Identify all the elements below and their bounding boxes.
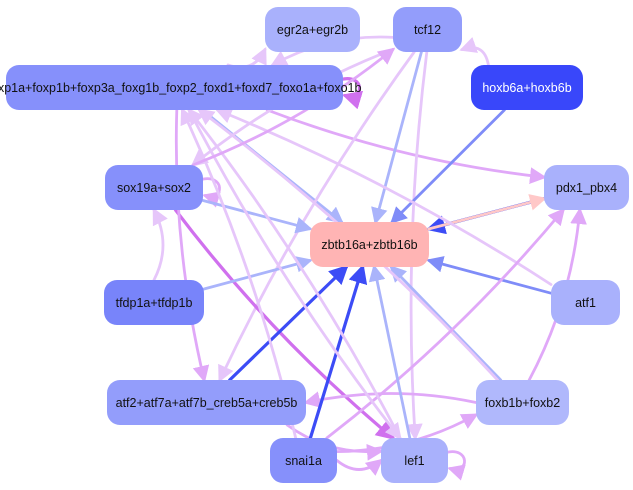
edge-snai1a-to-pdx1 bbox=[325, 207, 565, 440]
node-label: atf1 bbox=[575, 296, 596, 310]
node-box bbox=[270, 438, 337, 483]
edge-hoxb6-to-tcf12 bbox=[459, 37, 490, 67]
edge-foxb1-to-atf2 bbox=[303, 391, 478, 408]
node-label: hoxb6a+hoxb6b bbox=[482, 81, 571, 95]
node-label: tcf12 bbox=[414, 23, 441, 37]
edge-lef1-to-foxp bbox=[187, 107, 402, 440]
node-box bbox=[551, 280, 620, 325]
node-foxp[interactable]: foxp1a+foxp1b+foxp3a_foxg1b_foxp2_foxd1+… bbox=[0, 65, 362, 110]
node-label: pdx1_pbx4 bbox=[556, 181, 617, 195]
node-box bbox=[476, 380, 569, 425]
edge-sox19-to-zbtb16 bbox=[201, 199, 313, 234]
node-sox19[interactable]: sox19a+sox2 bbox=[105, 165, 203, 210]
node-box bbox=[471, 65, 583, 110]
node-hoxb6[interactable]: hoxb6a+hoxb6b bbox=[471, 65, 583, 110]
node-snai1a[interactable]: snai1a bbox=[270, 438, 337, 483]
edge-atf1-to-foxp bbox=[214, 107, 553, 286]
edge-foxp-to-foxp bbox=[339, 77, 364, 110]
node-box bbox=[104, 280, 204, 325]
node-atf1[interactable]: atf1 bbox=[551, 280, 620, 325]
node-box bbox=[381, 438, 448, 483]
edge-sox19-to-sox19 bbox=[199, 177, 221, 208]
edge-atf2-to-zbtb16 bbox=[228, 264, 349, 382]
edge-tcf12-to-zbtb16 bbox=[371, 50, 423, 225]
node-box bbox=[107, 380, 306, 425]
node-egr2[interactable]: egr2a+egr2b bbox=[265, 7, 360, 52]
edge-sox19-to-tcf12 bbox=[191, 47, 396, 167]
nodes-layer: egr2a+egr2b tcf12 foxp1a+foxp1b+foxp3a_fox… bbox=[0, 7, 629, 483]
node-atf2[interactable]: atf2+atf7a+atf7b_creb5a+creb5b bbox=[107, 380, 306, 425]
node-label: atf2+atf7a+atf7b_creb5a+creb5b bbox=[116, 396, 298, 410]
node-foxb1[interactable]: foxb1b+foxb2 bbox=[476, 380, 569, 425]
node-box bbox=[310, 222, 429, 267]
edge-lef1-to-zbtb16 bbox=[368, 264, 412, 440]
node-lef1[interactable]: lef1 bbox=[381, 438, 448, 483]
edge-hoxb6-to-zbtb16 bbox=[390, 108, 506, 224]
edge-foxb1-to-zbtb16 bbox=[389, 264, 503, 382]
node-label: foxp1a+foxp1b+foxp3a_foxg1b_foxp2_foxd1+… bbox=[0, 81, 362, 95]
node-box bbox=[393, 7, 462, 52]
edge-zbtb16-to-pdx1 bbox=[427, 194, 547, 231]
edge-foxp-to-egr2 bbox=[226, 46, 267, 69]
edge-foxp-to-atf2 bbox=[174, 108, 210, 383]
node-pdx1[interactable]: pdx1_pbx4 bbox=[544, 165, 629, 210]
edge-atf1-to-zbtb16 bbox=[426, 256, 553, 295]
edge-foxp-to-pdx1 bbox=[265, 108, 547, 184]
node-tfdp1[interactable]: tfdp1a+tfdp1b bbox=[104, 280, 204, 325]
node-box bbox=[105, 165, 203, 210]
node-label: sox19a+sox2 bbox=[117, 181, 191, 195]
edge-tfdp1-to-sox19 bbox=[152, 207, 168, 282]
node-label: zbtb16a+zbtb16b bbox=[321, 238, 417, 252]
node-box bbox=[265, 7, 360, 52]
node-zbtb16[interactable]: zbtb16a+zbtb16b bbox=[310, 222, 429, 267]
node-label: tfdp1a+tfdp1b bbox=[116, 296, 193, 310]
node-box bbox=[6, 65, 343, 110]
edge-snai1a-to-lef1 bbox=[335, 458, 384, 476]
edge-tcf12-to-atf2 bbox=[218, 50, 416, 383]
node-label: foxb1b+foxb2 bbox=[485, 396, 560, 410]
node-label: lef1 bbox=[404, 454, 424, 468]
node-tcf12[interactable]: tcf12 bbox=[393, 7, 462, 52]
node-label: snai1a bbox=[285, 454, 322, 468]
node-box bbox=[544, 165, 629, 210]
edge-lef1-to-lef1 bbox=[444, 450, 466, 481]
node-label: egr2a+egr2b bbox=[277, 23, 348, 37]
